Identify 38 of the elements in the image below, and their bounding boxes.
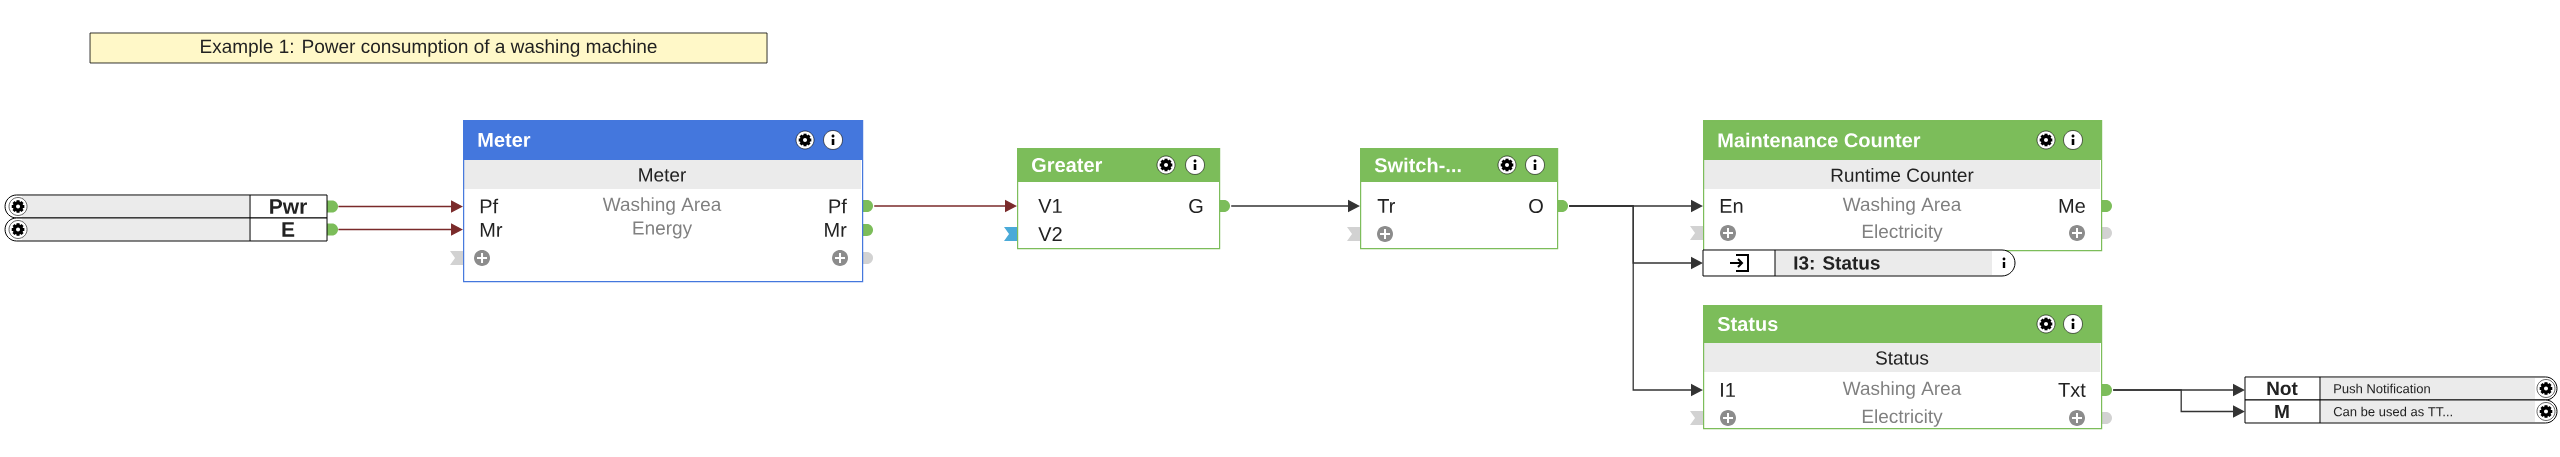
port-label: Me [2059, 199, 2085, 213]
port-label: O [1529, 198, 1543, 214]
description-text: Push Notification [2334, 383, 2430, 394]
description-text: Washing Area [602, 197, 722, 215]
port-label: Mr [825, 223, 847, 237]
connector-arrow [2112, 389, 2245, 418]
port-label: Not [2267, 381, 2298, 396]
block-subtitle: Meter [639, 168, 686, 182]
block-subtitle: Status [1875, 351, 1929, 365]
port-label: G [1189, 198, 1203, 214]
connector-arrow [337, 223, 463, 236]
port-label: M [2275, 404, 2289, 418]
description-text: Electricity [1862, 409, 1943, 427]
port-label: Pwr [270, 199, 307, 214]
port-label: Pf [480, 198, 499, 214]
block-title: Status [1717, 316, 1778, 332]
block-title: Maintenance Counter [1718, 132, 1921, 148]
block-title: Greater [1032, 157, 1103, 173]
description-text: Washing Area [1842, 381, 1962, 399]
port-label: Txt [2058, 383, 2086, 397]
description-text: Electricity [1862, 224, 1943, 242]
connector-arrow [337, 200, 463, 213]
port-label: Pf [829, 198, 847, 214]
port-label: V2 [1038, 227, 1062, 241]
port-label: En [1720, 199, 1743, 213]
description-text: Can be used as TT... [2333, 406, 2452, 417]
port-label: I3: Status [1794, 256, 1880, 270]
port-label: Mr [480, 223, 503, 237]
port-label: I1 [1721, 383, 1735, 397]
description-text: Washing Area [1842, 197, 1962, 215]
block-subtitle: Runtime Counter [1831, 168, 1974, 182]
title-box: Example 1: Power consumption of a washing machine [89, 32, 768, 64]
block-title: Switch-... [1374, 157, 1461, 173]
port-label: E [282, 222, 295, 237]
port-label: Tr [1377, 199, 1395, 213]
block-title: Meter [478, 133, 531, 147]
description-text: Energy [633, 221, 693, 239]
port-label: V1 [1038, 199, 1062, 213]
